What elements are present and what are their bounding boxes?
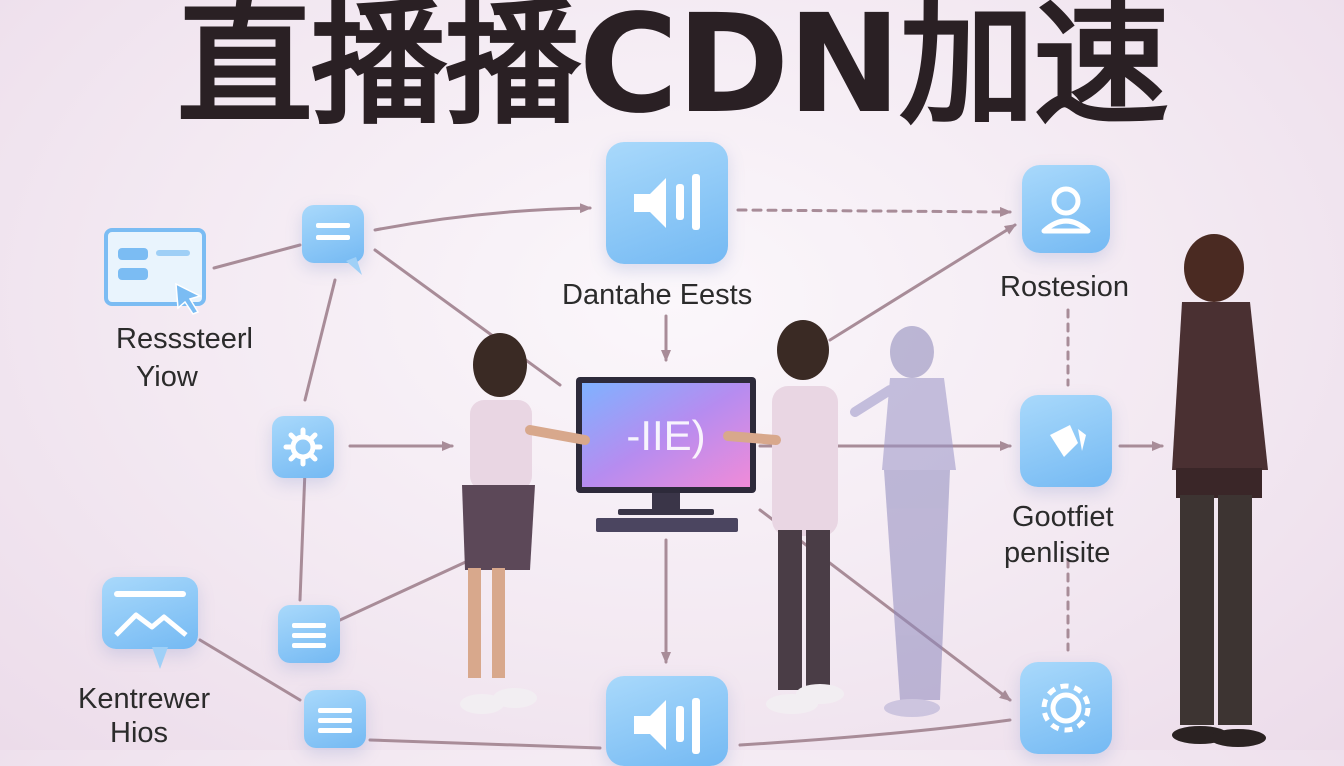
arrow-line	[303, 278, 337, 402]
chat-lines-icon	[304, 690, 366, 748]
label-left-top-1: Resssteerl	[116, 323, 253, 355]
arrow-line	[368, 738, 602, 750]
browser-window-icon	[104, 228, 206, 315]
label-right-mid-1: Gootfiet	[1012, 501, 1114, 533]
message-icon	[302, 205, 364, 275]
open-box-icon	[1020, 395, 1112, 487]
person-left	[460, 333, 590, 714]
label-center-top: Dantahe Eests	[562, 279, 753, 311]
arrow-line	[736, 206, 1012, 217]
label-left-bottom-2: Hios	[110, 717, 169, 749]
person-right	[1172, 234, 1268, 747]
chat-lines-icon	[278, 605, 340, 663]
label-left-bottom-1: Kentrewer	[78, 683, 211, 715]
person-ghost	[850, 326, 956, 717]
speaker-icon	[606, 142, 728, 264]
arrow-line	[828, 223, 1017, 342]
label-left-top-2: Yiow	[136, 361, 198, 393]
arrow-line	[373, 248, 562, 387]
page-title: 直播播CDN加速	[176, 0, 1170, 144]
gear-settings-icon	[1020, 662, 1112, 754]
arrow-line	[738, 718, 1012, 747]
arrow-line	[298, 468, 307, 602]
svg-text:-IIE): -IIE)	[626, 412, 705, 459]
monitor-icon: -IIE)	[576, 377, 756, 532]
arrow-line	[198, 638, 302, 702]
gear-icon	[272, 416, 334, 478]
arrow-line	[212, 243, 302, 270]
label-right-mid-2: penlisite	[1004, 537, 1111, 569]
label-right-top: Rostesion	[1000, 271, 1129, 303]
arrow-line	[373, 203, 592, 232]
user-icon	[1022, 165, 1110, 253]
arrow-line	[338, 558, 472, 622]
flow-lines	[198, 203, 1164, 750]
picture-message-icon	[102, 577, 198, 669]
person-center	[723, 320, 844, 714]
people-illustration	[460, 234, 1268, 747]
